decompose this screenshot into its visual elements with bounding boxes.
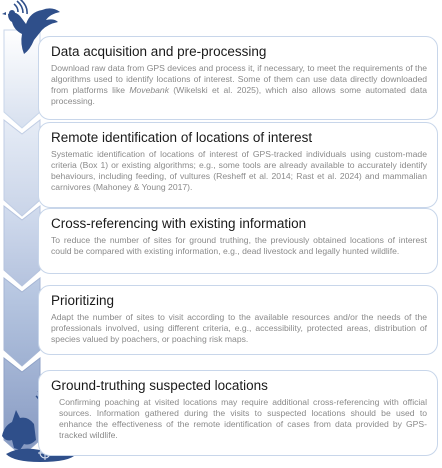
- step-title: Prioritizing: [51, 293, 115, 308]
- process-arrow-column: [3, 29, 41, 457]
- step-box-prioritizing: Prioritizing Adapt the number of sites t…: [38, 285, 438, 355]
- step-box-remote-identification: Remote identification of locations of in…: [38, 122, 438, 208]
- step-box-cross-referencing: Cross-referencing with existing informat…: [38, 208, 438, 274]
- chevron-step-3: [3, 204, 41, 287]
- step-title: Cross-referencing with existing informat…: [51, 216, 307, 231]
- step-description-part: Download raw data from GPS devices and p…: [51, 63, 427, 95]
- chevron-step-2: [3, 118, 41, 217]
- step-box-data-acquisition: Data acquisition and pre-processing Down…: [38, 36, 438, 120]
- vulture-with-signal-icon: [2, 0, 60, 54]
- step-title: Data acquisition and pre-processing: [51, 44, 267, 59]
- step-description: Confirming poaching at visited locations…: [59, 397, 427, 440]
- step-title: Ground-truthing suspected locations: [51, 378, 268, 393]
- step-description: Download raw data from GPS devices and p…: [51, 63, 427, 107]
- step-description: Adapt the number of sites to visit accor…: [51, 312, 427, 344]
- step-description: Systematic identification of locations o…: [51, 149, 427, 192]
- movebank-italic: Movebank: [129, 85, 169, 95]
- chevron-step-4: [3, 276, 41, 367]
- step-description: To reduce the number of sites for ground…: [51, 235, 427, 256]
- step-description-part: (Wikelski et al. 2025), which also allow…: [51, 85, 427, 106]
- step-box-ground-truthing: Ground-truthing suspected locations Conf…: [38, 370, 438, 456]
- step-title: Remote identification of locations of in…: [51, 130, 313, 145]
